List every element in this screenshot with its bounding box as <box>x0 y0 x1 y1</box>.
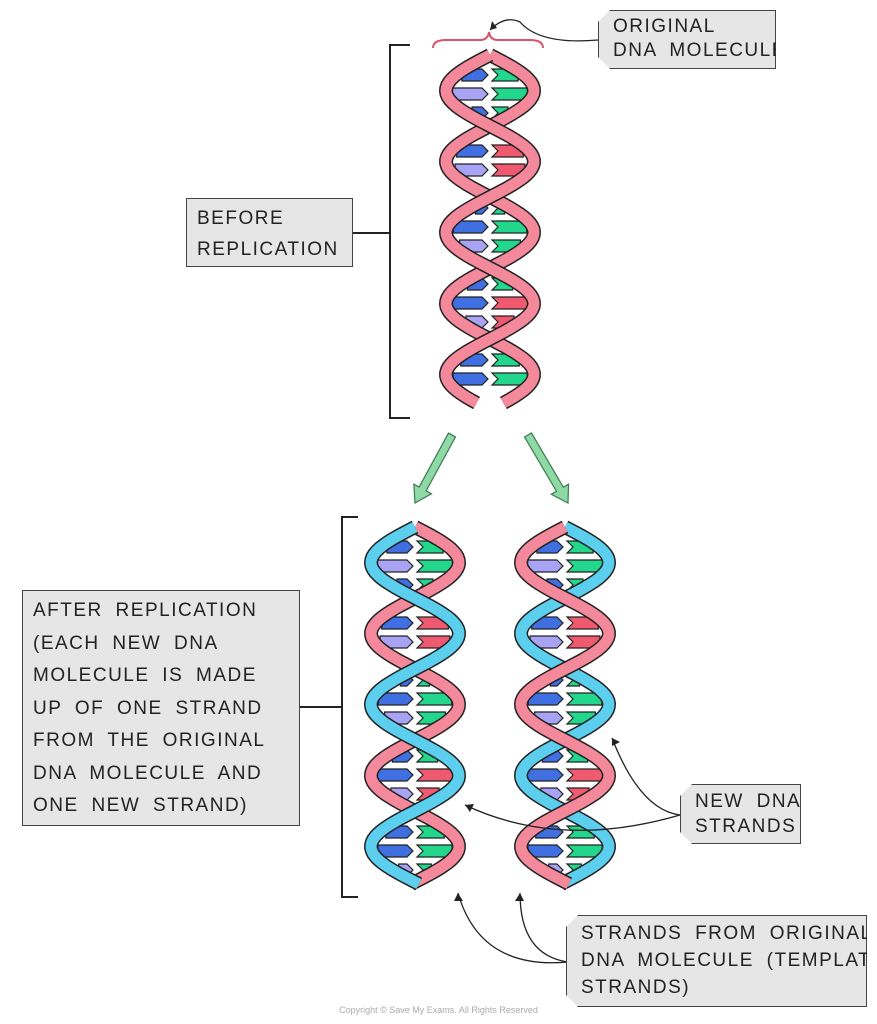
base-right <box>415 692 453 706</box>
label-line: DNA MOLECULE AND <box>33 762 263 784</box>
base-right <box>490 87 529 101</box>
copyright-notice: Copyright © Save My Exams. All Rights Re… <box>339 1005 538 1015</box>
strand-b <box>365 522 465 889</box>
original-molecule-brace <box>432 31 544 49</box>
label-new-dna-strands: NEW DNA STRANDS <box>680 784 801 844</box>
base-right <box>415 559 454 573</box>
daughter-dna-helix-left <box>363 520 467 891</box>
pointer-template-left <box>457 892 569 964</box>
replication-arrows <box>413 432 570 504</box>
arrowhead-template-right <box>515 893 524 901</box>
base-left <box>376 559 414 573</box>
label-before-replication: BEFORE REPLICATION <box>186 198 353 267</box>
label-line: BEFORE <box>197 208 285 229</box>
base-left <box>377 692 414 706</box>
label-line: ONE NEW STRAND) <box>33 795 248 816</box>
base-left <box>452 220 489 234</box>
label-line: (EACH NEW DNA <box>33 632 219 654</box>
base-left <box>526 559 564 573</box>
strand-a <box>515 522 615 889</box>
arrow-right <box>523 432 570 504</box>
label-line: STRANDS <box>695 816 797 837</box>
arrowhead-new-left <box>465 804 474 812</box>
pointer-template-right <box>519 892 569 963</box>
base-right <box>565 692 603 706</box>
label-line: ORIGINAL <box>613 16 716 37</box>
label-line: MOLECULE IS MADE <box>33 665 257 686</box>
label-line: UP OF ONE STRAND <box>33 697 263 719</box>
label-line: DNA MOLECULE (TEMPLATE <box>581 950 877 971</box>
label-line: AFTER REPLICATION <box>33 600 258 621</box>
original-dna-helix <box>438 48 542 410</box>
label-line: DNA MOLECULE <box>613 40 786 61</box>
label-after-replication: AFTER REPLICATION (EACH NEW DNA MOLECULE… <box>22 590 300 826</box>
base-left <box>526 768 564 782</box>
label-line: STRANDS) <box>581 977 691 998</box>
strand-a <box>365 522 465 889</box>
label-line: REPLICATION <box>197 239 339 260</box>
arrowhead-template-left <box>454 893 463 901</box>
arrowhead-new-right <box>612 738 620 746</box>
pointer-new-left <box>464 804 681 831</box>
arrowhead-original <box>490 21 497 30</box>
label-template-strands: STRANDS FROM ORIGINAL DNA MOLECULE (TEMP… <box>566 915 867 1007</box>
base-left <box>376 768 414 782</box>
base-right <box>490 220 528 234</box>
daughter-dna-helix-right <box>513 520 617 891</box>
base-left <box>451 296 489 310</box>
base-right <box>565 559 604 573</box>
label-line: FROM THE ORIGINAL <box>33 730 266 751</box>
strand-b <box>515 522 615 889</box>
arrow-left <box>413 432 457 504</box>
base-right <box>490 296 529 310</box>
pointer-original <box>489 19 599 42</box>
strand-b <box>440 50 540 408</box>
after-bracket <box>300 516 358 898</box>
base-left <box>527 692 564 706</box>
pointer-new-right <box>611 737 681 816</box>
label-original-dna-molecule: ORIGINAL DNA MOLECULE <box>598 10 776 69</box>
strand-a <box>440 50 540 408</box>
base-right <box>415 768 454 782</box>
base-left <box>451 87 489 101</box>
before-bracket <box>352 44 410 419</box>
label-line: NEW DNA <box>695 791 802 812</box>
label-line: STRANDS FROM ORIGINAL <box>581 923 873 944</box>
base-right <box>565 768 604 782</box>
